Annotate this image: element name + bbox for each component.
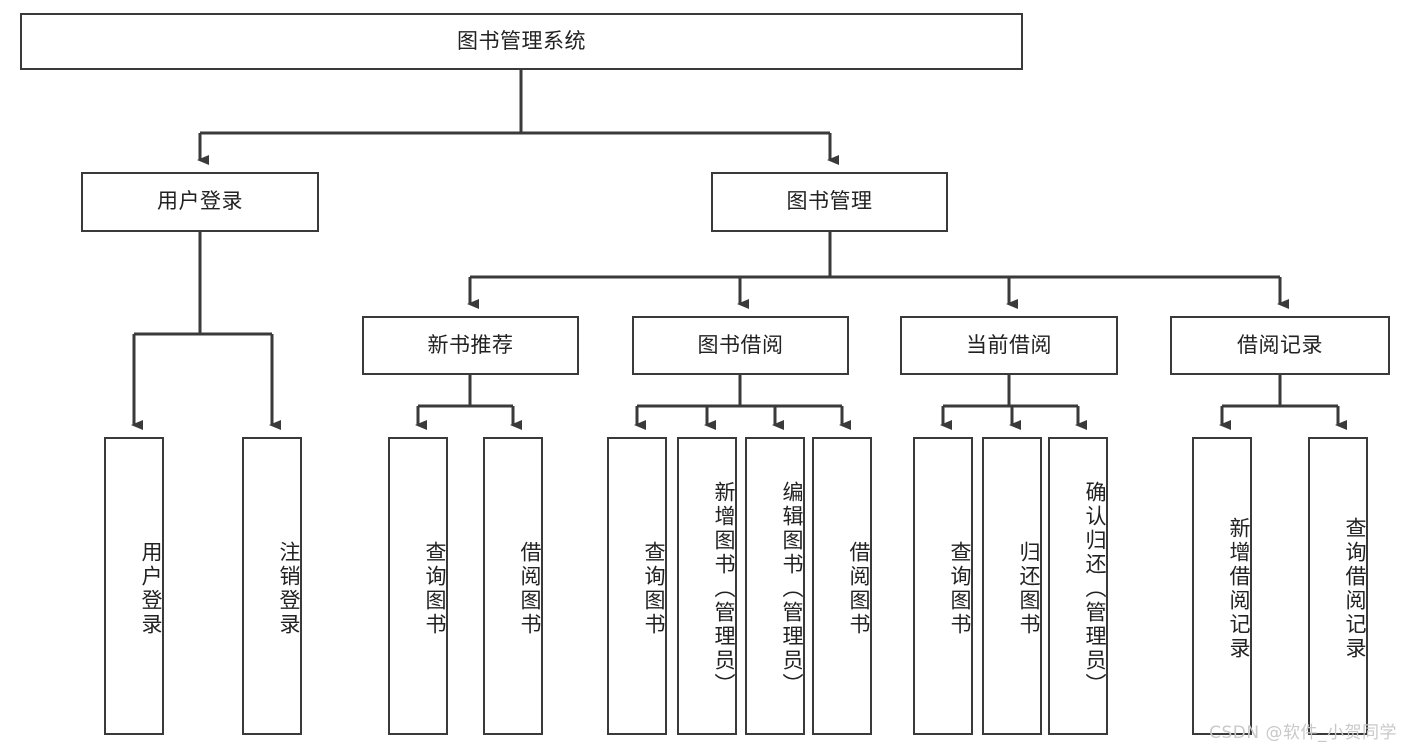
node-leaf-12-label: 查询借阅记录 — [1343, 517, 1367, 661]
node-leaf-0[interactable]: 用户登录 — [104, 437, 164, 735]
node-leaf-5-label: 新增图书（管理员） — [712, 481, 736, 697]
node-leaf-4-label: 查询图书 — [642, 541, 666, 637]
node-leaf-2[interactable]: 查询图书 — [388, 437, 448, 735]
node-leaf-6[interactable]: 编辑图书（管理员） — [745, 437, 805, 735]
node-level1-1[interactable]: 图书管理 — [711, 172, 948, 232]
node-leaf-11[interactable]: 新增借阅记录 — [1192, 437, 1252, 735]
node-level2-3[interactable]: 借阅记录 — [1170, 316, 1390, 375]
node-leaf-7-label: 借阅图书 — [847, 541, 871, 637]
node-leaf-8[interactable]: 查询图书 — [913, 437, 973, 735]
node-leaf-9-label: 归还图书 — [1017, 541, 1041, 637]
node-level2-2-label: 当前借阅 — [966, 332, 1052, 357]
node-level2-1[interactable]: 图书借阅 — [632, 316, 849, 375]
node-leaf-7[interactable]: 借阅图书 — [812, 437, 872, 735]
node-leaf-6-label: 编辑图书（管理员） — [780, 481, 804, 697]
node-root[interactable]: 图书管理系统 — [20, 13, 1023, 70]
node-leaf-3-label: 借阅图书 — [518, 541, 542, 637]
node-level2-1-label: 图书借阅 — [697, 332, 784, 357]
node-leaf-4[interactable]: 查询图书 — [607, 437, 667, 735]
node-leaf-10-label: 确认归还（管理员） — [1083, 481, 1107, 697]
node-level2-3-label: 借阅记录 — [1237, 332, 1323, 357]
node-leaf-3[interactable]: 借阅图书 — [483, 437, 543, 735]
node-leaf-12[interactable]: 查询借阅记录 — [1308, 437, 1368, 735]
watermark-text: CSDN @软件_小贺同学 — [1209, 723, 1397, 743]
node-leaf-0-label: 用户登录 — [139, 541, 163, 637]
node-level2-0[interactable]: 新书推荐 — [362, 316, 579, 375]
node-leaf-1[interactable]: 注销登录 — [242, 437, 302, 735]
node-level2-2[interactable]: 当前借阅 — [900, 316, 1118, 375]
node-leaf-10[interactable]: 确认归还（管理员） — [1048, 437, 1108, 735]
node-leaf-2-label: 查询图书 — [423, 541, 447, 637]
node-leaf-11-label: 新增借阅记录 — [1227, 517, 1251, 661]
node-leaf-8-label: 查询图书 — [948, 541, 972, 637]
node-leaf-5[interactable]: 新增图书（管理员） — [677, 437, 737, 735]
node-leaf-9[interactable]: 归还图书 — [982, 437, 1042, 735]
node-leaf-1-label: 注销登录 — [277, 541, 301, 637]
node-level1-0[interactable]: 用户登录 — [81, 172, 319, 232]
node-level1-0-label: 用户登录 — [157, 189, 243, 214]
node-level2-0-label: 新书推荐 — [427, 332, 514, 357]
node-level1-1-label: 图书管理 — [786, 189, 873, 214]
node-root-label: 图书管理系统 — [457, 28, 586, 53]
